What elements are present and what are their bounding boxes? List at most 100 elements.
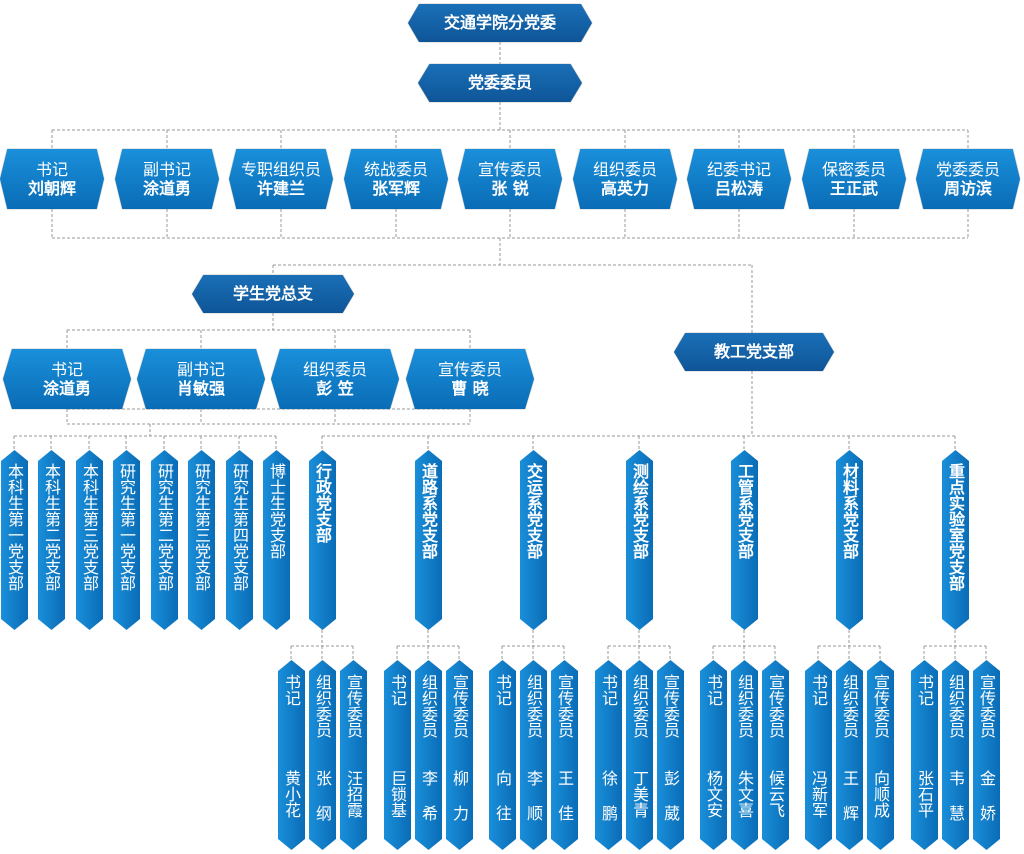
member-name: 柳 力 (450, 770, 469, 821)
member-role: 纪委书记 (706, 159, 771, 179)
student-box: 学生党总支 (192, 275, 354, 313)
student-member: 宣传委员曹 晓 (406, 349, 534, 409)
member-name: 杨文安 (704, 770, 723, 818)
member-role: 副书记 (142, 159, 191, 179)
member-role: 宣传委员 (477, 159, 542, 179)
faculty-member: 书记向 往 (489, 660, 516, 850)
member-role: 书记 (388, 674, 407, 706)
faculty-member: 宣传委员金 娇 (973, 660, 1000, 850)
member-name: 汪招霞 (344, 770, 363, 818)
title-box: 交通学院分党委 (408, 4, 592, 42)
student-branch: 本科生第一党支部 (1, 450, 28, 630)
member-name: 许建兰 (256, 179, 305, 198)
student-branch: 研究生第四党支部 (226, 450, 253, 630)
faculty-member: 组织委员李 顺 (520, 660, 547, 850)
committee-member: 党委委员周访滨 (916, 149, 1020, 209)
faculty-branch-label: 行政党支部 (313, 463, 332, 543)
member-role: 组织委员 (313, 674, 332, 738)
member-role: 书记 (35, 159, 68, 179)
committee-label: 党委委员 (467, 73, 532, 93)
faculty-member: 宣传委员候云飞 (762, 660, 789, 850)
member-name: 张石平 (915, 770, 934, 818)
member-role: 书记 (282, 674, 301, 706)
student-member: 副书记肖敏强 (137, 349, 265, 409)
faculty-member: 组织委员王 辉 (836, 660, 863, 850)
member-role: 组织委员 (630, 674, 649, 738)
student-branch-label: 研究生第四党支部 (230, 463, 249, 591)
student-member: 组织委员彭 笠 (271, 349, 399, 409)
member-name: 向顺成 (871, 770, 890, 818)
committee-member: 副书记涂道勇 (115, 149, 219, 209)
member-name: 彭 笠 (316, 379, 354, 398)
member-role: 宣传委员 (344, 674, 363, 738)
committee-member: 专职组织员许建兰 (229, 149, 333, 209)
student-branch: 本科生第三党支部 (76, 450, 103, 630)
member-role: 宣传委员 (437, 359, 502, 379)
faculty-branch: 行政党支部 (309, 450, 336, 630)
member-name: 高英力 (600, 179, 649, 198)
student-branch-label: 研究生第三党支部 (192, 463, 211, 591)
faculty-member: 书记黄小花 (278, 660, 305, 850)
faculty-branch: 材料系党支部 (836, 450, 863, 630)
member-role: 保密委员 (821, 159, 886, 179)
member-role: 书记 (915, 674, 934, 706)
member-name: 张 锐 (491, 179, 529, 198)
faculty-branch: 道路系党支部 (415, 450, 442, 630)
member-name: 张 纲 (313, 770, 332, 821)
faculty-member: 书记徐 鹏 (595, 660, 622, 850)
member-role: 宣传委员 (450, 674, 469, 738)
committee-member: 组织委员高英力 (573, 149, 677, 209)
faculty-branch-label: 重点实验室党支部 (946, 463, 965, 591)
committee-member: 宣传委员张 锐 (458, 149, 562, 209)
member-name: 涂道勇 (42, 379, 91, 398)
student-branch: 本科生第二党支部 (38, 450, 65, 630)
member-role: 宣传委员 (555, 674, 574, 738)
member-name: 刘朝辉 (27, 179, 76, 198)
member-name: 向 往 (493, 770, 512, 821)
member-role: 宣传委员 (766, 674, 785, 738)
faculty-member: 宣传委员汪招霞 (340, 660, 367, 850)
member-role: 宣传委员 (977, 674, 996, 738)
student-branch: 研究生第一党支部 (113, 450, 140, 630)
member-role: 组织委员 (946, 674, 965, 738)
member-role: 组织委员 (524, 674, 543, 738)
member-name: 候云飞 (766, 770, 785, 818)
faculty-member: 组织委员韦 慧 (942, 660, 969, 850)
member-role: 组织委员 (592, 159, 657, 179)
member-role: 书记 (599, 674, 618, 706)
member-name: 彭 葳 (661, 770, 680, 821)
faculty-branch: 测绘系党支部 (626, 450, 653, 630)
member-role: 书记 (493, 674, 512, 706)
student-branch-label: 本科生第二党支部 (42, 463, 61, 591)
committee-member: 统战委员张军辉 (344, 149, 448, 209)
member-name: 韦 慧 (946, 770, 965, 821)
committee-member: 书记刘朝辉 (0, 149, 104, 209)
student-branch-label: 本科生第一党支部 (5, 463, 24, 591)
faculty-member: 组织委员朱文喜 (731, 660, 758, 850)
student-member: 书记涂道勇 (3, 349, 131, 409)
faculty-branch-label: 测绘系党支部 (630, 463, 649, 559)
faculty-member: 宣传委员彭 葳 (657, 660, 684, 850)
faculty-branch: 工管系党支部 (731, 450, 758, 630)
faculty-member: 书记张石平 (911, 660, 938, 850)
member-name: 巨锁基 (388, 770, 407, 818)
faculty-member: 组织委员李 希 (415, 660, 442, 850)
committee-member: 保密委员王正武 (802, 149, 906, 209)
student-branch-label: 研究生第一党支部 (117, 463, 136, 591)
student-branch-label: 博士生党支部 (267, 463, 286, 559)
faculty-member: 组织委员丁美青 (626, 660, 653, 850)
member-name: 王 辉 (840, 770, 859, 821)
faculty-branch-label: 交运系党支部 (524, 463, 543, 559)
member-name: 曹 晓 (451, 379, 489, 398)
member-name: 冯新军 (809, 770, 828, 818)
member-role: 书记 (50, 359, 83, 379)
faculty-branch-label: 道路系党支部 (419, 463, 438, 559)
member-role: 副书记 (176, 359, 225, 379)
faculty-member: 组织委员张 纲 (309, 660, 336, 850)
faculty-member: 书记巨锁基 (384, 660, 411, 850)
faculty-box: 教工党支部 (674, 333, 834, 371)
committee-box: 党委委员 (418, 64, 582, 102)
faculty-branch: 重点实验室党支部 (942, 450, 969, 630)
